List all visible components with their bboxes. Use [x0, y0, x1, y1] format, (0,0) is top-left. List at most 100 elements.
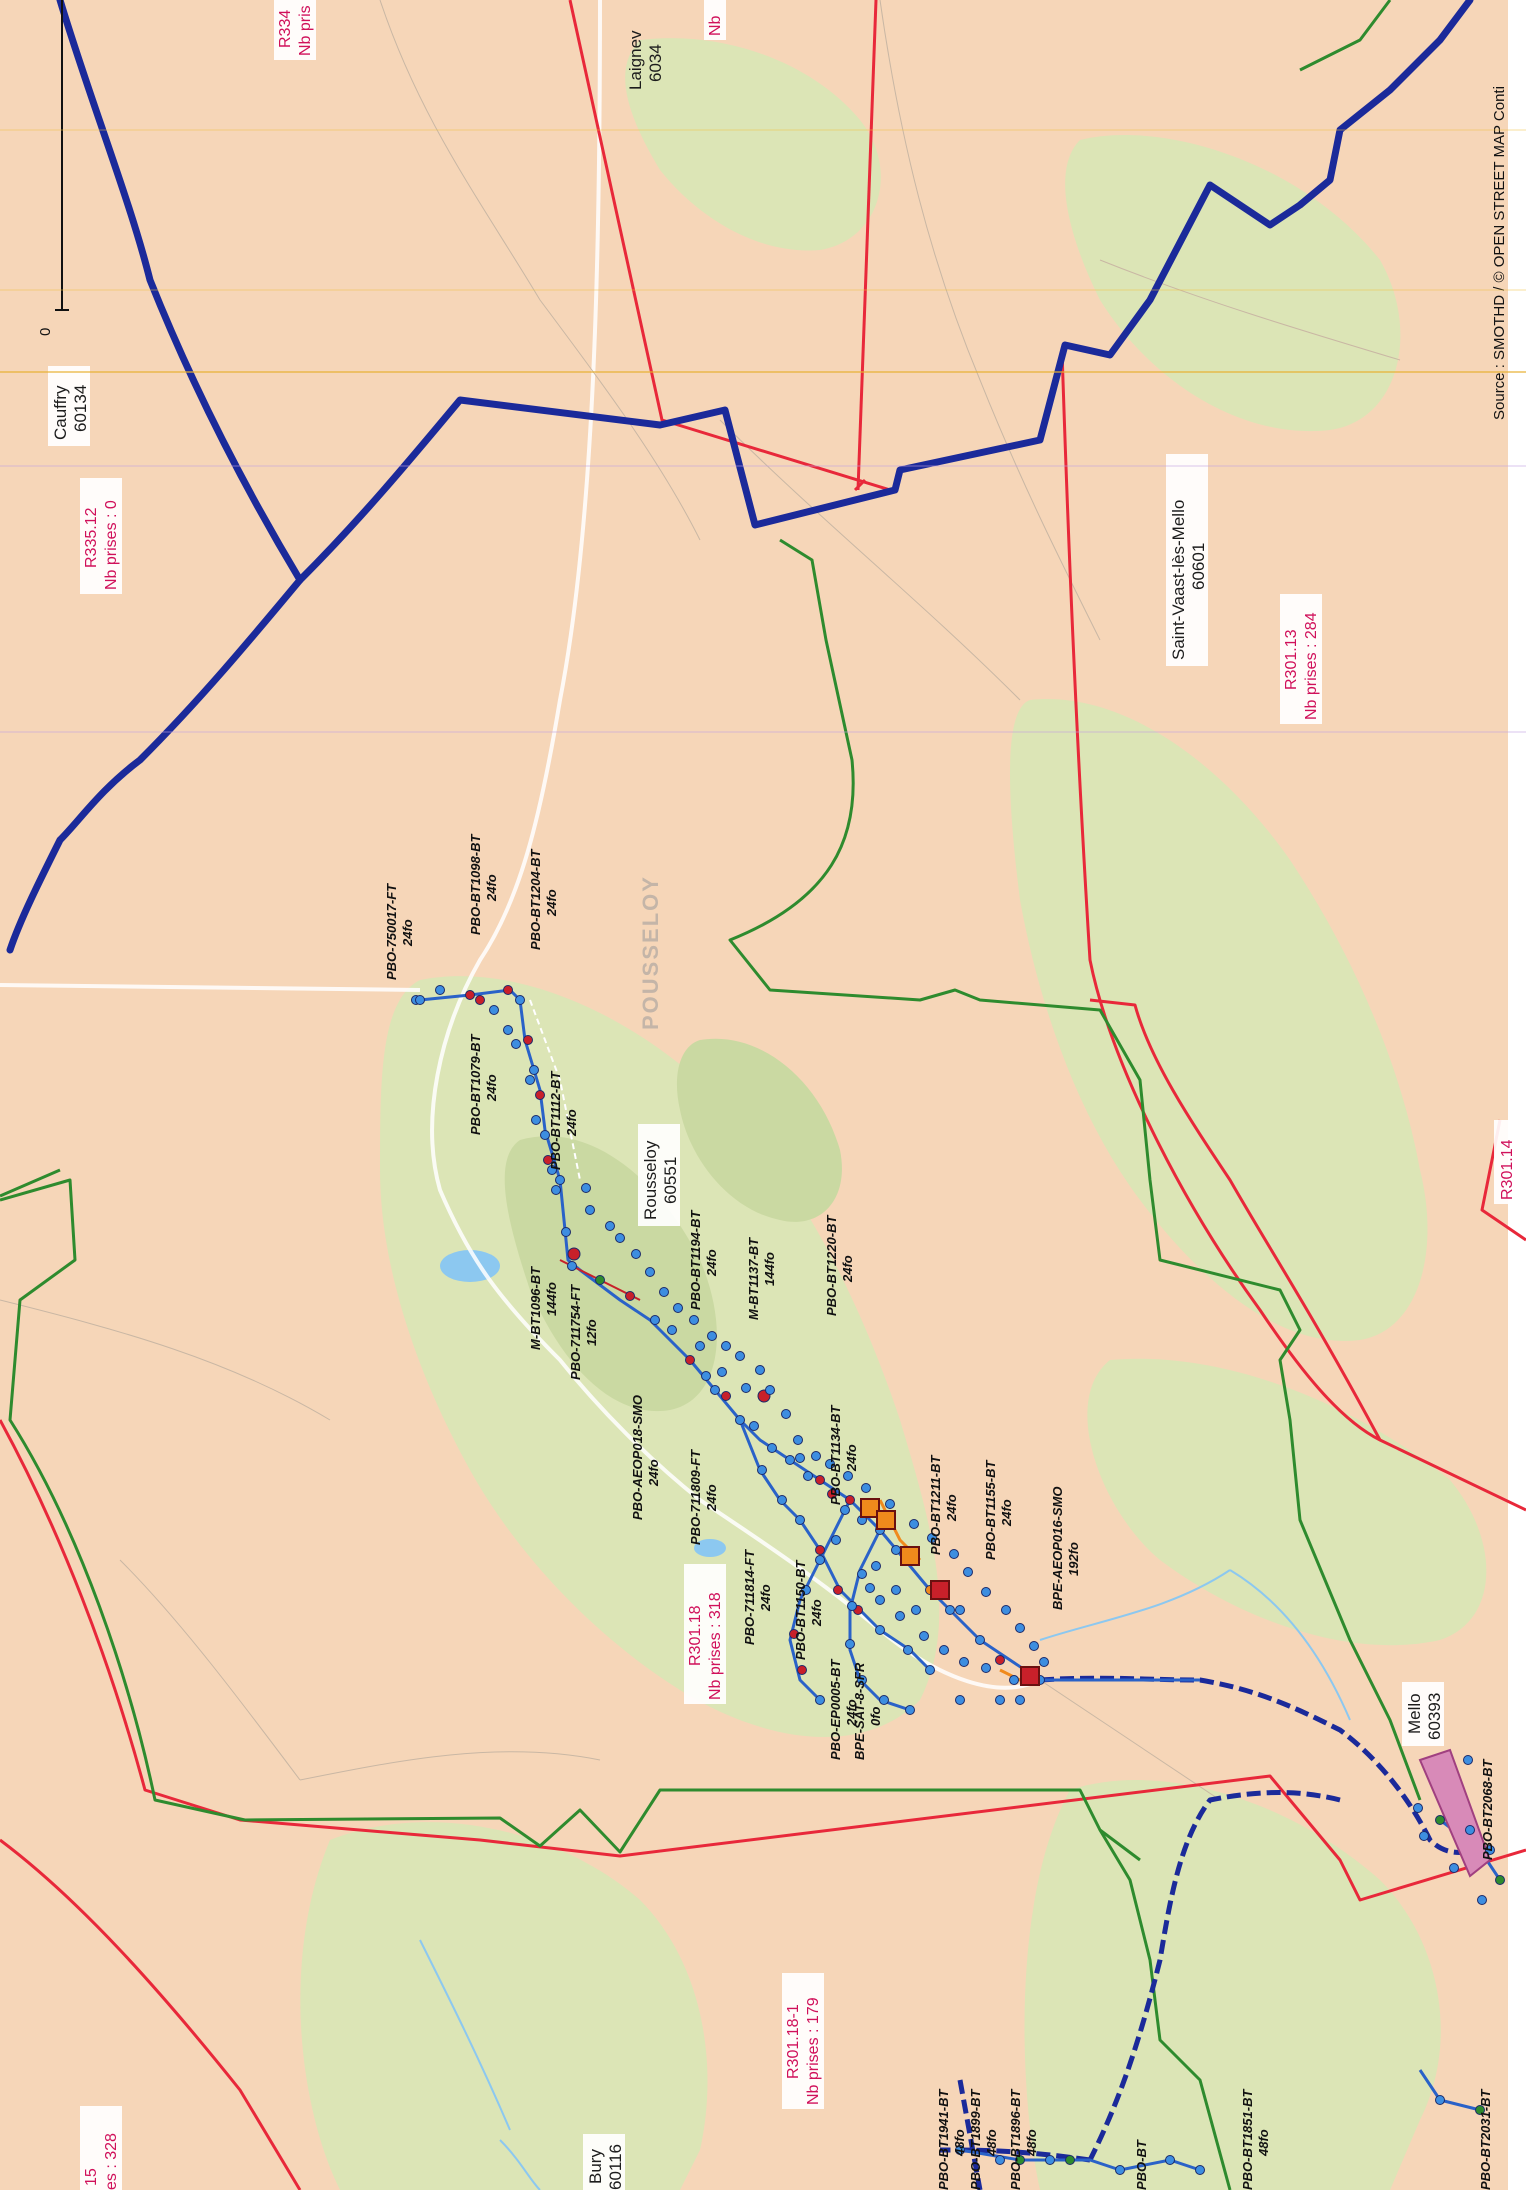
network-node[interactable] — [1029, 1641, 1039, 1651]
network-node[interactable] — [845, 1495, 855, 1505]
network-node[interactable] — [903, 1645, 913, 1655]
network-node[interactable] — [531, 1115, 541, 1125]
network-node[interactable] — [721, 1391, 731, 1401]
network-node[interactable] — [1115, 2165, 1125, 2175]
network-node[interactable] — [1015, 2155, 1025, 2165]
network-node[interactable] — [1475, 2105, 1485, 2115]
network-node[interactable] — [503, 1025, 513, 1035]
network-node[interactable] — [685, 1355, 695, 1365]
network-node[interactable] — [955, 1605, 965, 1615]
network-node[interactable] — [909, 1519, 919, 1529]
network-node[interactable] — [781, 1409, 791, 1419]
network-node[interactable] — [650, 1315, 660, 1325]
network-node[interactable] — [547, 1165, 557, 1175]
network-node[interactable] — [741, 1383, 751, 1393]
network-node[interactable] — [955, 2145, 965, 2155]
network-node[interactable] — [667, 1325, 677, 1335]
network-node[interactable] — [995, 1655, 1005, 1665]
network-node[interactable] — [959, 1657, 969, 1667]
network-node[interactable] — [911, 1605, 921, 1615]
network-node[interactable] — [765, 1385, 775, 1395]
network-node[interactable] — [585, 1205, 595, 1215]
network-node[interactable] — [525, 1075, 535, 1085]
junction-box[interactable] — [860, 1498, 880, 1518]
junction-box[interactable] — [1020, 1666, 1040, 1686]
network-node[interactable] — [815, 1555, 825, 1565]
network-node[interactable] — [721, 1341, 731, 1351]
network-node[interactable] — [673, 1303, 683, 1313]
network-node[interactable] — [845, 1639, 855, 1649]
network-node[interactable] — [815, 1695, 825, 1705]
network-node[interactable] — [767, 1443, 777, 1453]
network-node[interactable] — [803, 1471, 813, 1481]
network-node[interactable] — [1045, 2155, 1055, 2165]
network-node[interactable] — [1009, 1675, 1019, 1685]
network-node[interactable] — [955, 1695, 965, 1705]
network-node[interactable] — [659, 1287, 669, 1297]
network-node[interactable] — [555, 1175, 565, 1185]
network-node[interactable] — [595, 1275, 605, 1285]
network-node[interactable] — [1001, 1605, 1011, 1615]
network-node[interactable] — [1039, 1657, 1049, 1667]
network-node[interactable] — [857, 1569, 867, 1579]
network-node[interactable] — [749, 1421, 759, 1431]
network-node[interactable] — [645, 1267, 655, 1277]
network-node[interactable] — [625, 1291, 635, 1301]
network-node[interactable] — [875, 1625, 885, 1635]
junction-box[interactable] — [930, 1580, 950, 1600]
network-node[interactable] — [615, 1233, 625, 1243]
network-node[interactable] — [701, 1371, 711, 1381]
network-node[interactable] — [695, 1341, 705, 1351]
network-node[interactable] — [827, 1489, 837, 1499]
network-node[interactable] — [865, 1583, 875, 1593]
network-node[interactable] — [949, 1549, 959, 1559]
network-node[interactable] — [1449, 1863, 1459, 1873]
network-node[interactable] — [717, 1367, 727, 1377]
network-node[interactable] — [515, 995, 525, 1005]
network-node[interactable] — [1419, 1831, 1429, 1841]
network-node[interactable] — [981, 1587, 991, 1597]
network-node[interactable] — [927, 1533, 937, 1543]
network-node[interactable] — [415, 995, 425, 1005]
network-node[interactable] — [475, 995, 485, 1005]
network-node[interactable] — [1485, 1845, 1495, 1855]
network-node[interactable] — [1495, 1875, 1505, 1885]
network-node[interactable] — [489, 1005, 499, 1015]
network-node[interactable] — [707, 1331, 717, 1341]
network-node[interactable] — [895, 1611, 905, 1621]
network-node[interactable] — [995, 1695, 1005, 1705]
network-node[interactable] — [511, 1039, 521, 1049]
network-node[interactable] — [540, 1130, 550, 1140]
network-node[interactable] — [833, 1585, 843, 1595]
network-node[interactable] — [905, 1705, 915, 1715]
network-node[interactable] — [871, 1561, 881, 1571]
network-node[interactable] — [785, 1455, 795, 1465]
network-node[interactable] — [561, 1227, 571, 1237]
network-node[interactable] — [1463, 1755, 1473, 1765]
network-node[interactable] — [755, 1365, 765, 1375]
network-node[interactable] — [689, 1315, 699, 1325]
network-node[interactable] — [945, 1605, 955, 1615]
network-node[interactable] — [825, 1459, 835, 1469]
network-node[interactable] — [435, 985, 445, 995]
network-node[interactable] — [939, 1645, 949, 1655]
network-node[interactable] — [1435, 1815, 1445, 1825]
network-node[interactable] — [581, 1183, 591, 1193]
network-node[interactable] — [795, 1453, 805, 1463]
network-node[interactable] — [465, 990, 475, 1000]
network-node[interactable] — [631, 1249, 641, 1259]
network-node[interactable] — [891, 1585, 901, 1595]
network-node[interactable] — [1015, 1623, 1025, 1633]
network-node[interactable] — [523, 1035, 533, 1045]
network-node[interactable] — [843, 1471, 853, 1481]
network-node[interactable] — [735, 1351, 745, 1361]
network-node[interactable] — [710, 1385, 720, 1395]
network-node[interactable] — [815, 1545, 825, 1555]
junction-box[interactable] — [900, 1546, 920, 1566]
network-node[interactable] — [1465, 1825, 1475, 1835]
network-node[interactable] — [1165, 2155, 1175, 2165]
network-node[interactable] — [815, 1475, 825, 1485]
network-node[interactable] — [567, 1247, 581, 1261]
network-node[interactable] — [757, 1465, 767, 1475]
